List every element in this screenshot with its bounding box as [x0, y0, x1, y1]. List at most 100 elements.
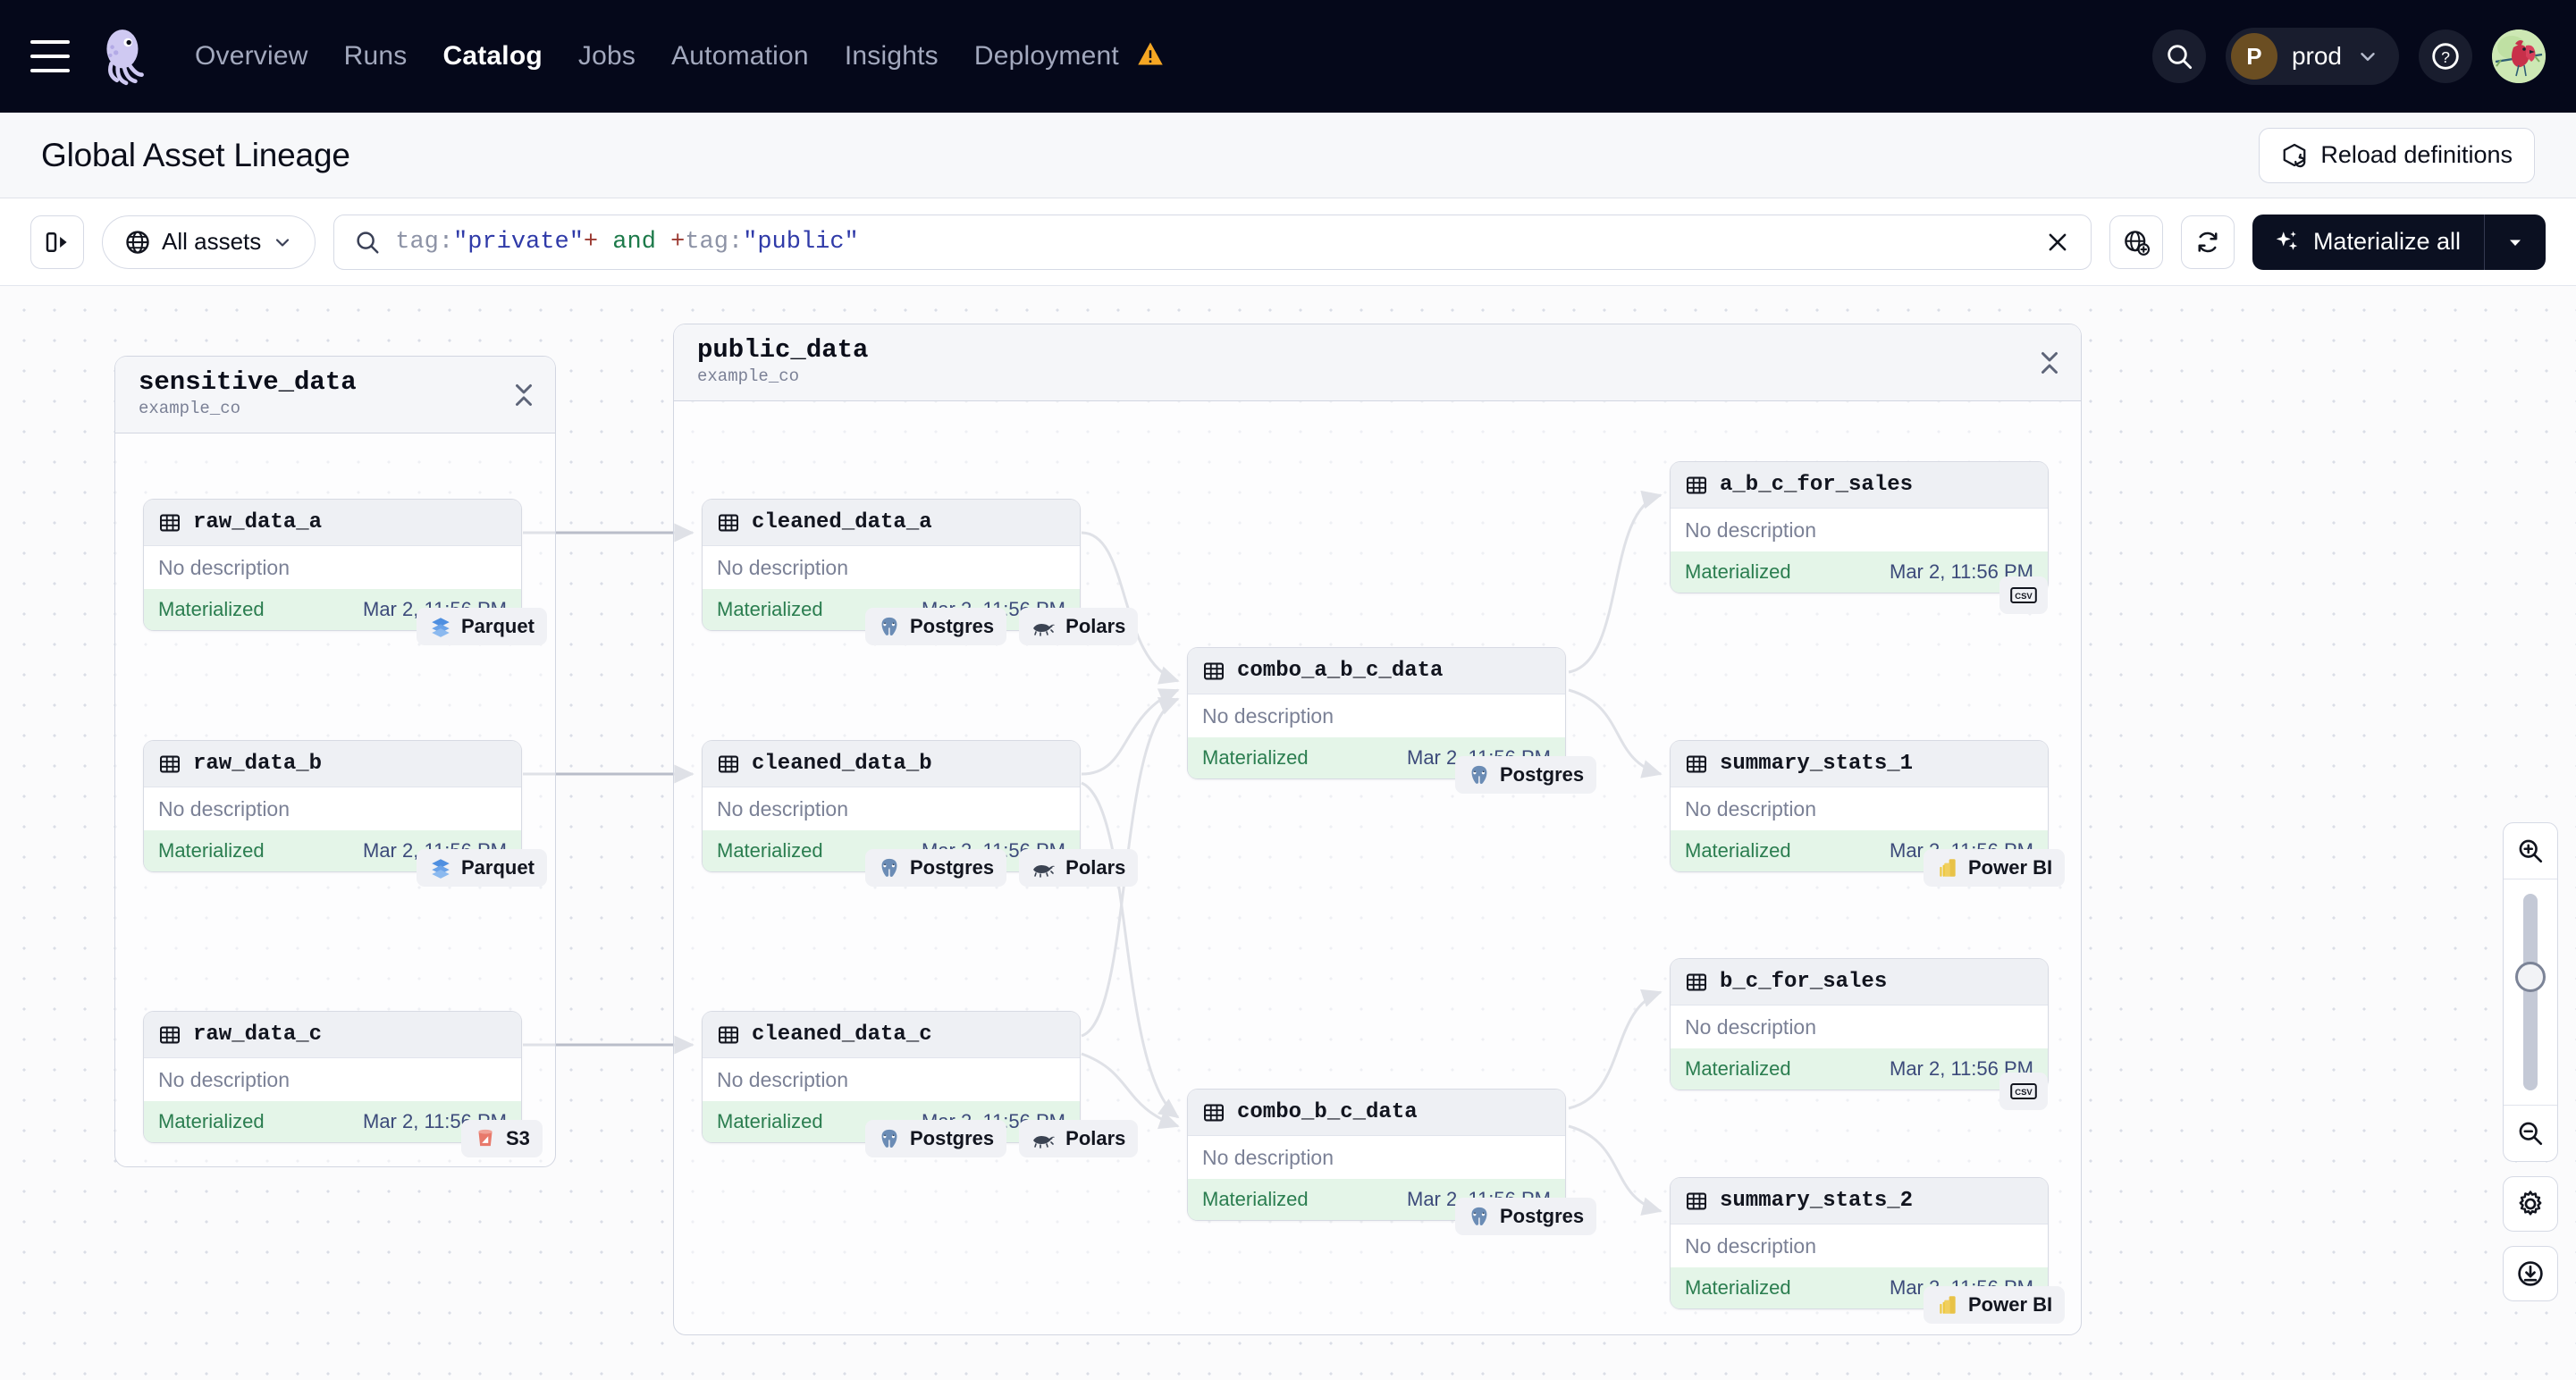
lineage-graph-canvas[interactable]: sensitive_data example_co public_data ex…	[0, 286, 2576, 1380]
asset-node-title: cleaned_data_a	[752, 510, 932, 534]
asset-tag-label: Parquet	[461, 856, 535, 879]
asset-scope-selector[interactable]: All assets	[102, 215, 316, 269]
asset-group-name: public_data	[697, 335, 869, 365]
lineage-toolbar: All assets tag:"private"+ and +tag:"publ…	[0, 198, 2576, 286]
asset-node-status: Materialized Mar 2, 11:56 PM	[1671, 1048, 2048, 1090]
zoom-slider-track	[2523, 894, 2538, 1090]
asset-tag-polars[interactable]: Polars	[1019, 608, 1139, 645]
csv-icon: CSV	[2010, 1083, 2037, 1099]
help-button[interactable]: ?	[2419, 29, 2472, 83]
asset-tag-parquet[interactable]: Parquet	[417, 608, 547, 645]
global-search-button[interactable]	[2151, 29, 2206, 83]
asset-node-cleaned-data-b[interactable]: cleaned_data_b No description Materializ…	[702, 740, 1081, 872]
asset-tag-s3[interactable]: S3	[461, 1120, 543, 1157]
zoom-out-button[interactable]	[2504, 1106, 2557, 1161]
asset-tag-csv[interactable]: CSV	[1999, 1073, 2048, 1110]
search-token-tag-1: tag:	[395, 228, 454, 256]
deployment-switcher[interactable]: P prod	[2225, 28, 2399, 85]
search-token-tag-2: tag:	[685, 228, 744, 256]
asset-node-title: a_b_c_for_sales	[1720, 473, 1914, 497]
table-icon	[719, 755, 738, 772]
collapse-icon[interactable]	[2038, 349, 2061, 376]
download-circle-icon	[2518, 1261, 2543, 1286]
materialize-dropdown-button[interactable]	[2485, 215, 2546, 270]
asset-tag-postgres[interactable]: Postgres	[865, 1120, 1007, 1157]
asset-group-header[interactable]: sensitive_data example_co	[115, 357, 555, 433]
search-icon	[2168, 45, 2193, 70]
zoom-slider-thumb[interactable]	[2515, 962, 2546, 992]
materialize-all-main[interactable]: Materialize all	[2252, 215, 2484, 270]
asset-node-tags: CSV	[1999, 576, 2048, 614]
asset-tag-polars[interactable]: Polars	[1019, 849, 1139, 887]
asset-tag-csv[interactable]: CSV	[1999, 576, 2048, 614]
asset-tag-postgres[interactable]: Postgres	[865, 849, 1007, 887]
search-token-and: and	[598, 228, 671, 256]
materialize-divider	[2484, 214, 2485, 270]
refresh-button[interactable]	[2180, 215, 2235, 269]
asset-search-input[interactable]: tag:"private"+ and +tag:"public"	[333, 214, 2092, 270]
asset-node-tags: Postgres	[1455, 1198, 1597, 1235]
asset-node-title: combo_b_c_data	[1237, 1100, 1418, 1124]
nav-link-automation[interactable]: Automation	[671, 41, 809, 71]
asset-tag-label: Postgres	[910, 1127, 995, 1149]
chevron-down-icon	[276, 238, 290, 247]
download-graph-button[interactable]	[2503, 1246, 2558, 1301]
asset-node-tags: Power BI	[1924, 1286, 2066, 1324]
materialize-all-button[interactable]: Materialize all	[2252, 214, 2546, 270]
asset-tag-power-bi[interactable]: Power BI	[1924, 1286, 2066, 1324]
zoom-in-icon	[2519, 839, 2543, 863]
asset-node-b-c-for-sales[interactable]: b_c_for_sales No description Materialize…	[1670, 958, 2049, 1090]
asset-tag-polars[interactable]: Polars	[1019, 1120, 1139, 1157]
nav-link-overview[interactable]: Overview	[195, 41, 308, 71]
asset-node-raw-data-c[interactable]: raw_data_c No description Materialized M…	[143, 1011, 522, 1143]
reload-definitions-button[interactable]: Reload definitions	[2259, 127, 2535, 183]
gear-icon	[2519, 1191, 2542, 1216]
sparkle-icon	[2276, 231, 2298, 250]
asset-tag-postgres[interactable]: Postgres	[1455, 756, 1597, 794]
sidebar-toggle-button[interactable]	[30, 215, 84, 269]
caret-down-icon	[2510, 240, 2521, 246]
nav-link-catalog[interactable]: Catalog	[442, 41, 543, 71]
asset-tag-power-bi[interactable]: Power BI	[1924, 849, 2066, 887]
asset-node-header: b_c_for_sales	[1671, 959, 2048, 1006]
asset-node-raw-data-a[interactable]: raw_data_a No description Materialized M…	[143, 499, 522, 631]
asset-tag-postgres[interactable]: Postgres	[1455, 1198, 1597, 1235]
top-navigation-bar: Overview Runs Catalog Jobs Automation In…	[0, 0, 2576, 113]
table-icon	[1687, 755, 1706, 772]
asset-group-location: example_co	[139, 399, 241, 418]
table-icon	[160, 755, 180, 772]
deployment-initial-avatar: P	[2230, 33, 2277, 80]
dagster-logo[interactable]	[95, 27, 154, 86]
asset-node-a-b-c-for-sales[interactable]: a_b_c_for_sales No description Materiali…	[1670, 461, 2049, 593]
zoom-in-button[interactable]	[2504, 823, 2557, 879]
user-avatar-bird[interactable]	[2492, 29, 2546, 83]
asset-node-status-label: Materialized	[1685, 560, 1791, 583]
nav-link-runs[interactable]: Runs	[343, 41, 408, 71]
polars-icon	[1033, 865, 1056, 878]
nav-link-jobs[interactable]: Jobs	[577, 41, 636, 71]
graph-settings-button[interactable]	[2503, 1176, 2558, 1232]
nav-link-insights[interactable]: Insights	[844, 41, 939, 71]
reload-definitions-label: Reload definitions	[2320, 141, 2513, 168]
table-icon	[160, 514, 180, 531]
postgres-icon	[1471, 765, 1487, 784]
search-clear-button[interactable]	[2042, 227, 2073, 257]
add-global-filter-button[interactable]	[2109, 215, 2163, 269]
asset-group-header[interactable]: public_data example_co	[674, 324, 2081, 401]
nav-link-deployment[interactable]: Deployment	[974, 41, 1165, 72]
hamburger-menu-icon[interactable]	[30, 40, 70, 72]
parquet-icon	[432, 618, 450, 637]
zoom-slider[interactable]	[2504, 879, 2557, 1105]
csv-icon: CSV	[2010, 587, 2037, 603]
asset-tag-label: Polars	[1065, 1127, 1126, 1149]
asset-tag-label: Postgres	[1500, 1205, 1585, 1227]
asset-node-header: cleaned_data_a	[703, 500, 1080, 546]
polars-icon	[1033, 624, 1056, 636]
asset-node-status: Materialized Mar 2, 11:56 PM	[1671, 551, 2048, 593]
collapse-icon[interactable]	[512, 382, 535, 408]
asset-tag-label: Power BI	[1968, 856, 2053, 879]
asset-tag-parquet[interactable]: Parquet	[417, 849, 547, 887]
asset-tag-label: Polars	[1065, 615, 1126, 637]
asset-tag-postgres[interactable]: Postgres	[865, 608, 1007, 645]
asset-node-status-label: Materialized	[717, 1110, 823, 1132]
